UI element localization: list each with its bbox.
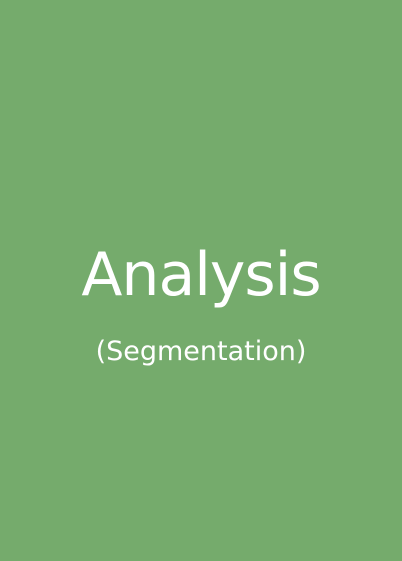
section-subtitle: (Segmentation) <box>95 336 307 367</box>
section-title: Analysis <box>81 240 321 310</box>
